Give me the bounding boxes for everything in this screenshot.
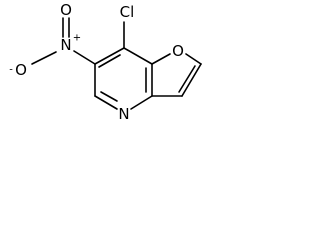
atom-o-nitro-single: O: [15, 61, 27, 79]
bond-layer: [31, 17, 202, 110]
atom-o-furan: O: [172, 42, 184, 60]
bond-o1-c2: [185, 53, 202, 65]
bond-c5-n4: [94, 95, 118, 110]
bond-c7-c6-inner: [98, 54, 121, 68]
charge-plus: +: [73, 33, 81, 44]
atom-n-pyridine: N: [118, 105, 129, 123]
bond-n-o-single: [31, 51, 57, 65]
bond-n4-c3a: [130, 95, 153, 110]
atom-label-layer: Cl O N N + O O -: [9, 1, 184, 123]
bond-c6-nnitro: [73, 50, 96, 65]
bond-c2-c3: [181, 63, 202, 97]
molecule-diagram: Cl O N N + O O -: [9, 1, 202, 123]
bond-c5-n4-inner: [100, 91, 118, 102]
structure-canvas: Cl O N N + O O -: [0, 0, 216, 138]
atom-cl: Cl: [120, 3, 135, 21]
charge-minus: -: [9, 65, 13, 76]
bond-c7a-c7: [123, 47, 153, 65]
atom-n-nitro: N: [60, 36, 71, 54]
atom-o-nitro-double: O: [60, 1, 72, 19]
bond-c7a-o1: [151, 53, 171, 65]
bond-c7-c6: [94, 47, 125, 65]
bond-c2-c3-inner: [178, 65, 196, 93]
